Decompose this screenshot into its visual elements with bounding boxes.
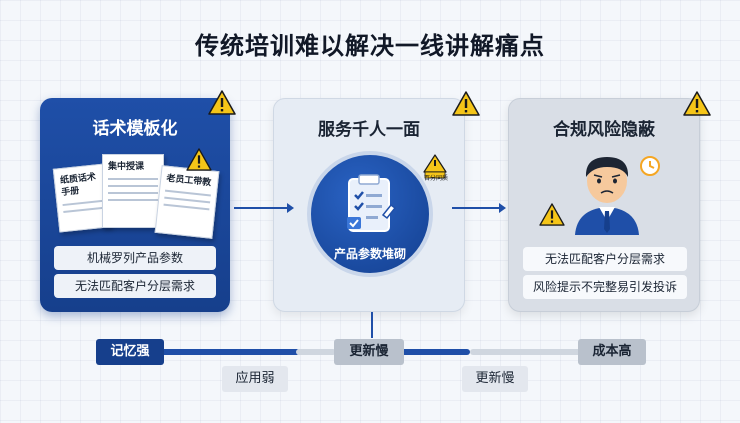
center-label: 产品参数堆砌 — [333, 247, 406, 261]
tag-memory-strong: 记忆强 — [96, 339, 164, 365]
timeline-bar — [400, 349, 470, 355]
pain-point-item: 无法匹配客户分层需求 — [54, 274, 216, 298]
tag-weak-application: 应用弱 — [222, 366, 288, 392]
card-title: 合规风险隐蔽 — [553, 120, 655, 140]
tag-high-cost: 成本高 — [578, 339, 646, 365]
card-title: 话术模板化 — [92, 119, 178, 139]
document-label: 老员工带教 — [165, 173, 212, 189]
pain-point-item: 无法匹配客户分层需求 — [523, 247, 687, 271]
document-mentoring: 老员工带教 — [154, 165, 220, 239]
timeline-bar — [160, 349, 300, 355]
document-label: 集中授课 — [108, 162, 145, 172]
timeline-bar — [296, 349, 336, 355]
worried-employee-avatar-icon — [575, 157, 639, 235]
pain-point-item: 风险提示不完整易引发投诉 — [523, 275, 687, 299]
pain-point-item: 机械罗列产品参数 — [54, 246, 216, 270]
clock-icon — [640, 156, 660, 176]
warning-icon — [683, 91, 711, 116]
tag-slow-update: 更新慢 — [462, 366, 528, 392]
arrow-right-icon — [452, 203, 506, 213]
page-title: 传统培训难以解决一线讲解痛点 — [195, 32, 545, 60]
card-title: 服务千人一面 — [318, 120, 420, 140]
card-template-scripts: 话术模板化 纸质话术手册 集中授课 老员工带教 机械罗列产品参数 无法匹配客户分… — [40, 90, 236, 312]
warning-icon — [208, 90, 236, 115]
warning-sign-icon — [423, 154, 447, 179]
document-label: 纸质话术手册 — [59, 172, 97, 199]
warning-icon — [539, 203, 565, 226]
warning-badge-label: 百分同质 — [423, 175, 448, 182]
tag-slow-update: 更新慢 — [334, 339, 404, 365]
card-compliance-risk: 合规风险隐蔽 无法匹配客户分层需求 风险提示不完整易引发投诉 — [508, 91, 711, 312]
timeline-bar — [470, 349, 582, 355]
warning-icon — [186, 148, 212, 171]
clipboard-checklist-icon — [347, 174, 397, 232]
connector-line — [371, 312, 373, 338]
warning-icon — [452, 91, 480, 116]
document-lecture: 集中授课 — [102, 154, 164, 228]
center-circle: 产品参数堆砌 — [307, 151, 433, 277]
arrow-right-icon — [234, 203, 294, 213]
card-uniform-service: 服务千人一面 产品参数堆砌 百分同质 — [273, 91, 480, 312]
